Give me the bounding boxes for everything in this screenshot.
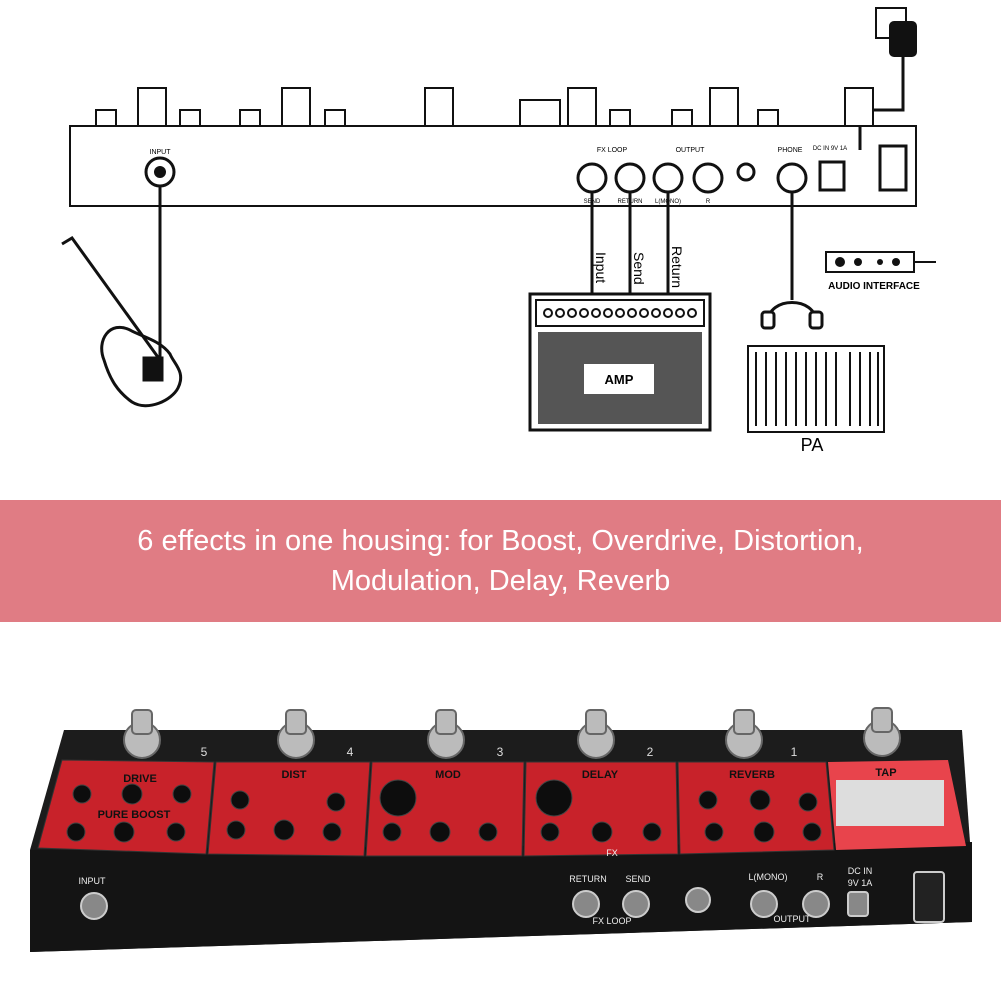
cable-return-label: Return: [669, 246, 685, 288]
pedal-dc-label-2: 9V 1A: [848, 878, 873, 888]
svg-text:R: R: [706, 199, 711, 205]
pedal-output-label: OUTPUT: [774, 914, 812, 924]
pedal-rear-jacks: [80, 871, 945, 923]
audio-interface-icon: AUDIO INTERFACE: [825, 251, 936, 292]
svg-text:1: 1: [791, 745, 798, 759]
svg-text:2: 2: [647, 745, 654, 759]
pedal-send-label: SEND: [625, 874, 651, 884]
diagram-input-jack: INPUT: [144, 149, 176, 370]
pedal-r-label: R: [817, 872, 824, 882]
banner-line-2: Modulation, Delay, Reverb: [330, 565, 671, 597]
svg-text:AUDIO INTERFACE: AUDIO INTERFACE: [828, 281, 920, 292]
diagram-output-label: OUTPUT: [676, 147, 706, 154]
feature-banner: 6 effects in one housing: for Boost, Ove…: [0, 500, 1001, 622]
diagram-jacks: [576, 144, 908, 194]
connection-diagram: INPUT FX LOOP OUTPUT PHONE DC IN 9V 1A S…: [0, 0, 1001, 500]
cable-input-label: Input: [593, 252, 609, 283]
power-adapter-icon: [858, 7, 917, 150]
pedal-return-label: RETURN: [569, 874, 607, 884]
section-dist: DIST: [281, 769, 306, 781]
section-mod: MOD: [435, 769, 461, 781]
svg-text:3: 3: [497, 745, 504, 759]
svg-text:AMP: AMP: [605, 372, 634, 387]
guitar-icon: [61, 236, 183, 408]
svg-text:5: 5: [201, 745, 208, 759]
pedal-dc-label-1: DC IN: [848, 866, 873, 876]
footswitches: [123, 707, 901, 759]
pedal-input-label: INPUT: [79, 876, 107, 886]
amp-icon: AMP: [528, 292, 712, 432]
pedal-l-mono-label: L(MONO): [749, 872, 788, 882]
headphones-icon: [760, 301, 824, 330]
pa-mixer-icon: PA: [747, 345, 885, 455]
pedal-fx-label: FX: [606, 848, 618, 858]
cable-send-label: Send: [631, 252, 647, 285]
pedal-fx-loop-label: FX LOOP: [592, 916, 631, 926]
pedal-photo: DRIVE DIST MOD DELAY REVERB TAP PURE BOO…: [0, 622, 1001, 1001]
svg-text:INPUT: INPUT: [150, 149, 172, 156]
pedal-top-view: [69, 87, 917, 207]
diagram-phone-label: PHONE: [778, 147, 803, 154]
section-pure-boost: PURE BOOST: [98, 809, 171, 821]
knobs: [66, 779, 822, 843]
section-drive: DRIVE: [123, 773, 157, 785]
section-reverb: REVERB: [729, 769, 775, 781]
diagram-dc-label: DC IN 9V 1A: [813, 146, 847, 152]
diagram-fx-loop-label: FX LOOP: [597, 147, 628, 154]
section-delay: DELAY: [582, 769, 619, 781]
banner-line-1: 6 effects in one housing: for Boost, Ove…: [137, 525, 864, 557]
svg-text:4: 4: [347, 745, 354, 759]
svg-text:PA: PA: [801, 435, 824, 455]
section-tap: TAP: [875, 767, 896, 779]
